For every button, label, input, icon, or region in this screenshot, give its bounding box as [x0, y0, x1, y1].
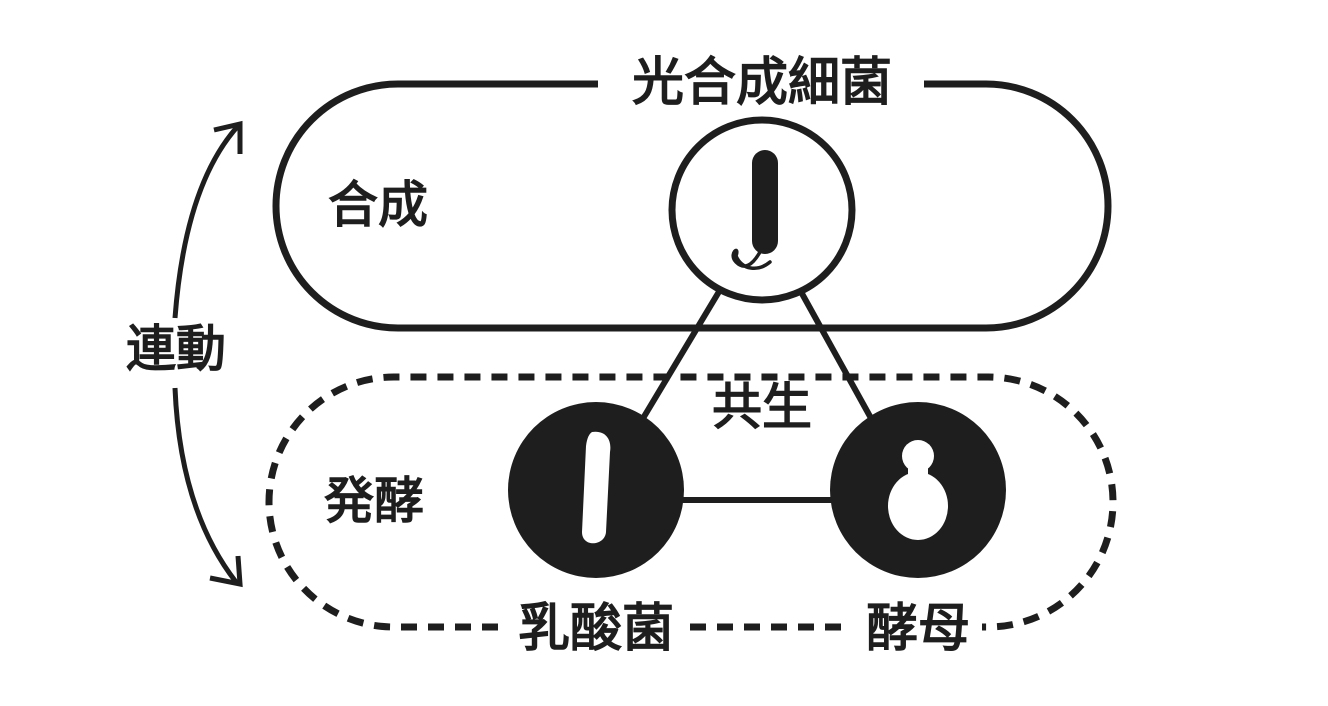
lactic-acid-bacteria-icon [508, 402, 684, 578]
yeast-icon [830, 402, 1006, 578]
connector-photo-to-lactic [639, 288, 723, 422]
symbiosis-label: 共生 [712, 378, 812, 436]
photosynthetic-bacteria-title: 光合成細菌 [632, 53, 892, 113]
lactic-acid-bacteria-label: 乳酸菌 [518, 599, 674, 659]
fermentation-zone-outline [265, 373, 1117, 631]
yeast-label: 酵母 [866, 599, 970, 659]
synthesis-zone-outline [272, 80, 1112, 332]
photosynthetic-bacteria-icon [668, 116, 856, 304]
fermentation-zone-label: 発酵 [324, 472, 424, 530]
linkage-label: 連動 [126, 320, 226, 378]
synthesis-zone-label: 合成 [328, 176, 428, 234]
linkage-arrow [172, 120, 243, 588]
connector-photo-to-yeast [797, 288, 875, 422]
